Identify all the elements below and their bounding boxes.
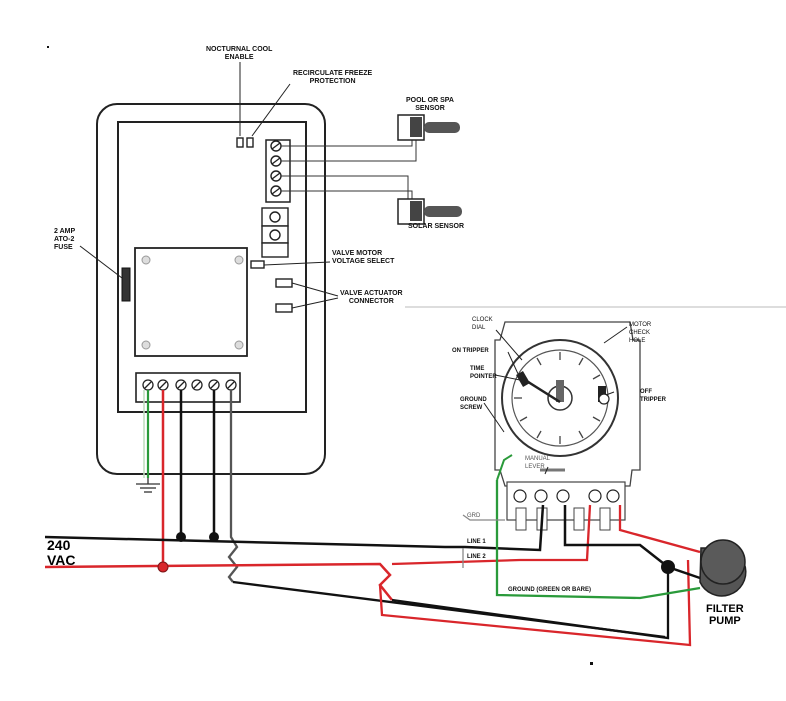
time-pointer-line2: POINTER [470, 374, 497, 380]
valve-actuator-connector-1[interactable] [275, 278, 293, 288]
motor-check-hole-label: MOTOR CHECK HOLE [629, 321, 651, 345]
vac-line1: 240 [47, 537, 71, 553]
wires [44, 390, 701, 647]
solar-sensor-label: SOLAR SENSOR [408, 223, 465, 230]
motor-check-line3: HOLE [629, 338, 646, 344]
recirculate-freeze-line2: PROTECTION [309, 78, 356, 85]
filter-pump-line2: PUMP [708, 615, 741, 627]
ground-screw-line2: SCREW [460, 405, 483, 411]
off-tripper-label: OFF TRIPPER [640, 388, 666, 404]
pool-spa-line2: SENSOR [415, 105, 445, 112]
fuse-label: 2 AMP ATO-2 FUSE [54, 228, 75, 252]
sensor-terminal-block [265, 139, 291, 203]
valve-motor-voltage-jumper[interactable] [250, 260, 265, 269]
recirculate-freeze-label: RECIRCULATE FREEZE PROTECTION [293, 70, 372, 86]
circuit-board [134, 247, 248, 357]
solar-sensor [397, 198, 462, 225]
motor-check-line1: MOTOR [629, 322, 652, 328]
filter-pump-label: FILTER PUMP [706, 603, 744, 627]
fuse-line2: ATO-2 [54, 236, 75, 243]
solar-controller [79, 62, 339, 475]
pool-spa-sensor [397, 114, 460, 141]
ground-screw-label: GROUND SCREW [460, 396, 487, 412]
valve-actuator-line2: CONNECTOR [348, 298, 394, 305]
time-pointer-label: TIME POINTER [470, 365, 497, 381]
timer-mechanism [405, 306, 786, 531]
grd-label: GRD [467, 513, 481, 519]
off-tripper-line1: OFF [640, 389, 652, 395]
filter-pump-line1: FILTER [706, 603, 744, 615]
nocturnal-cool-line1: NOCTURNAL COOL [206, 46, 273, 53]
recirculate-freeze-jumper[interactable] [246, 137, 254, 148]
valve-motor-line1: VALVE MOTOR [332, 250, 383, 257]
nocturnal-cool-jumper[interactable] [236, 137, 244, 148]
filter-pump [699, 539, 747, 597]
vac-label: 240 VAC [47, 538, 76, 568]
manual-lever-line1: MANUAL [525, 456, 551, 462]
on-tripper[interactable] [516, 370, 530, 388]
time-pointer [524, 378, 561, 404]
fuse [121, 267, 131, 302]
on-tripper-label: ON TRIPPER [452, 348, 489, 354]
valve-actuator-connector-2[interactable] [275, 303, 293, 313]
pool-spa-sensor-label: POOL OR SPA SENSOR [406, 97, 454, 113]
line2-label: LINE 2 [467, 554, 486, 560]
valve-actuator-label: VALVE ACTUATOR CONNECTOR [340, 290, 403, 306]
line1-label: LINE 1 [467, 539, 486, 545]
clock-dial-line1: CLOCK [472, 317, 493, 323]
ground-green-bare-label: GROUND (GREEN OR BARE) [508, 587, 592, 593]
valve-actuator-line1: VALVE ACTUATOR [340, 290, 403, 297]
pool-spa-line1: POOL OR SPA [406, 97, 454, 104]
ground-screw-line1: GROUND [460, 397, 487, 403]
valve-motor-voltage-label: VALVE MOTOR VOLTAGE SELECT [332, 250, 394, 266]
clock-dial-line2: DIAL [472, 325, 486, 331]
vac-line2: VAC [47, 552, 76, 568]
time-pointer-line1: TIME [470, 366, 485, 372]
fuse-line1: 2 AMP [54, 228, 76, 235]
nocturnal-cool-label: NOCTURNAL COOL ENABLE [206, 46, 272, 62]
fuse-line3: FUSE [54, 244, 73, 251]
power-terminal-block [135, 372, 241, 403]
relay-stack [261, 207, 289, 258]
valve-motor-line2: VOLTAGE SELECT [332, 258, 395, 265]
manual-lever-label: MANUAL LEVER [525, 455, 550, 471]
motor-check-line2: CHECK [629, 330, 651, 336]
recirculate-freeze-line1: RECIRCULATE FREEZE [293, 70, 373, 77]
manual-lever-line2: LEVER [525, 464, 545, 470]
off-tripper-line2: TRIPPER [640, 397, 667, 403]
nocturnal-cool-line2: ENABLE [224, 54, 254, 61]
clock-dial-label: CLOCK DIAL [472, 316, 493, 332]
timer-terminals [506, 481, 626, 531]
